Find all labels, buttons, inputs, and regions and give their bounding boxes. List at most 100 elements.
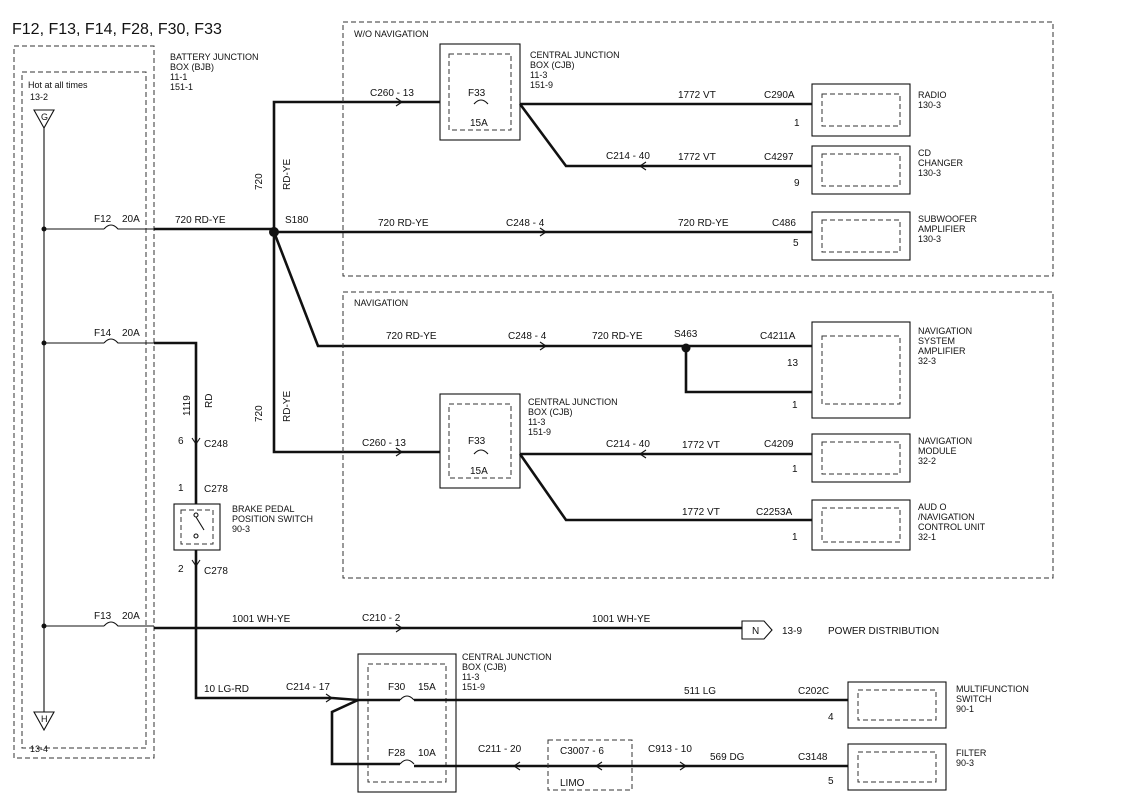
conn-c278-top: C278 [204,484,228,495]
conn-c210-2: C210 - 2 [362,613,401,624]
wo-navigation-label: W/O NAVIGATION [354,29,429,39]
wire-1772-to-audio-nav [518,453,812,522]
wire-label-1001-1: 1001 WH-YE [232,614,291,625]
wire-label-1001-2: 1001 WH-YE [592,614,651,625]
connector-arrow-c214-b [639,449,647,459]
wire-label-511-lg: 511 LG [684,686,716,697]
nav-module-inner [821,441,901,475]
pin-mfs: 4 [828,712,834,723]
nav-mod-label-2: MODULE [918,446,957,456]
power-ref: 13-9 [782,626,802,637]
cjb-nav-box [439,393,521,489]
brake-label-2: POSITION SWITCH [232,514,313,524]
conn-c486: C486 [772,218,796,229]
connector-h-label: H [41,714,48,724]
wire-720-to-nav-amp [272,231,686,348]
nav-mod-label-1: NAVIGATION [918,436,972,446]
audio-nav-label-4: 32-1 [918,532,936,542]
cjb-nav-label-3: 11-3 [528,417,545,427]
pin-c248: 6 [178,436,184,447]
connector-arrow-c248-a [539,227,547,237]
connector-h-icon [33,711,55,732]
nav-amp-inner [821,335,901,405]
conn-c214-40-a: C214 - 40 [606,151,650,162]
filter-box [847,743,947,791]
audio-nav-label-2: /NAVIGATION [918,512,975,522]
connector-arrow-c278 [191,559,201,567]
cjb-bottom-label-3: 11-3 [462,672,479,682]
nav-mod-label-3: 32-2 [918,456,936,466]
ref-13-2: 13-2 [30,92,48,102]
f28-amp: 10A [418,748,436,759]
radio-label-2: 130-3 [918,100,941,110]
conn-c248: C248 [204,439,228,450]
conn-c3148: C3148 [798,752,828,763]
wire-720-to-cjb-top [272,100,440,232]
f30-fuse-icon [399,695,415,701]
cd-label-1: CD [918,148,931,158]
f12-amp: 20A [122,214,140,225]
wire-label-1772-vt-3: 1772 VT [682,440,720,451]
conn-c4297: C4297 [764,152,794,163]
wire-label-rdye-v1: RD-YE [282,159,293,190]
f14-name: F14 [94,328,112,339]
audio-nav-label-1: AUD O [918,502,947,512]
audio-nav-inner [821,507,901,543]
wire-1119-rd [154,341,198,504]
conn-c913-10: C913 - 10 [648,744,692,755]
nav-amp-label-3: AMPLIFIER [918,346,966,356]
conn-c260-13-a: C260 - 13 [370,88,414,99]
connector-arrow-c913 [679,761,687,771]
conn-c248-4-b: C248 - 4 [508,331,547,342]
conn-c214-17: C214 - 17 [286,682,330,693]
pin-filter: 5 [828,776,834,787]
f14-fuse-icon [103,338,154,344]
mfs-label-2: SWITCH [956,694,992,704]
bjb-label-3: 11-1 [170,72,187,82]
wire-label-720-v1: 720 [254,173,265,190]
navigation-section [342,291,1054,579]
navigation-label: NAVIGATION [354,298,408,308]
cjb-bottom-box [357,653,457,793]
pin-sub: 5 [793,238,799,249]
hot-at-all-times-label: Hot at all times [28,80,88,90]
cjb-nav-inner [448,403,512,479]
cjb-bottom-label-4: 151-9 [462,682,485,692]
multifunction-switch-inner [857,689,937,721]
cjb-nav-label-1: CENTRAL JUNCTION [528,397,618,407]
page-title: F12, F13, F14, F28, F30, F33 [12,21,222,38]
multifunction-switch-box [847,681,947,729]
pin-cd: 9 [794,178,800,189]
conn-c214-40-b: C214 - 40 [606,439,650,450]
cd-label-3: 130-3 [918,168,941,178]
connector-arrow-c260-b [395,447,403,457]
sub-label-3: 130-3 [918,234,941,244]
power-distribution-label: POWER DISTRIBUTION [828,626,939,637]
wire-s463-to-amp-1 [684,348,812,394]
f30-amp: 15A [418,682,436,693]
pin-amp-1: 1 [792,400,798,411]
cd-label-2: CHANGER [918,158,964,168]
ref-13-4: 13-4 [30,744,48,754]
wire-label-720-rdye-3: 720 RD-YE [678,218,729,229]
brake-label-1: BRAKE PEDAL [232,504,295,514]
nav-module-box [811,433,911,483]
f13-amp: 20A [122,611,140,622]
cjb-bottom-label-2: BOX (CJB) [462,662,507,672]
wire-label-1772-vt-2: 1772 VT [678,152,716,163]
bjb-label-1: BATTERY JUNCTION [170,52,259,62]
audio-nav-box [811,499,911,551]
mfs-label-3: 90-1 [956,704,974,714]
cjb-top-label-1: CENTRAL JUNCTION [530,50,620,60]
cd-changer-inner [821,153,901,187]
connector-n-icon [741,620,773,640]
radio-box [811,83,911,137]
cjb-top-label-4: 151-9 [530,80,553,90]
bjb-inner-outline [21,71,147,749]
f28-fuse-icon [399,759,415,765]
cjb-top-label-2: BOX (CJB) [530,60,575,70]
wire-label-720-rdye-4: 720 RD-YE [386,331,437,342]
brake-switch-blade [195,516,205,531]
wire-720-to-cjb-nav [272,232,440,454]
